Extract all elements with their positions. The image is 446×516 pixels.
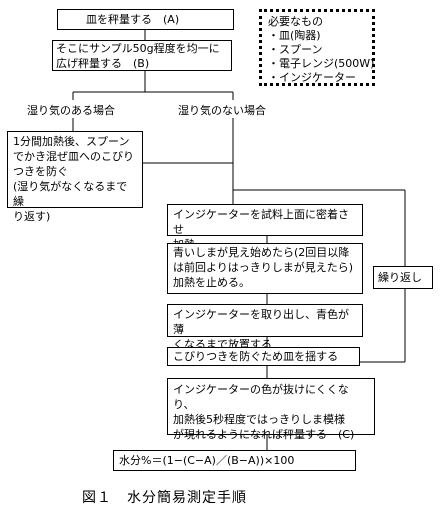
- required-items-title: 必要なもの: [268, 15, 323, 28]
- branch-dry-label: 湿り気のない場合: [178, 104, 266, 117]
- branch-wet-label: 湿り気のある場合: [27, 104, 115, 117]
- step-weigh-dish: 皿を秤量する (A): [57, 9, 234, 30]
- step-weigh-c: インジケーターの色が抜けにくくなり、 加熱後5秒程度ではっきりしま模様 が現れる…: [167, 378, 375, 441]
- required-item: ・インジケーター: [268, 71, 356, 84]
- required-item: ・電子レンジ(500W): [268, 57, 375, 70]
- required-item: ・スプーン: [268, 43, 323, 56]
- repeat-label: 繰り返し: [373, 266, 433, 289]
- required-items-panel: 必要なもの ・皿(陶器) ・スプーン ・電子レンジ(500W) ・インジケーター: [259, 9, 375, 86]
- step-spread-sample: そこにサンプル50g程度を均一に 広げ秤量する (B): [52, 40, 232, 71]
- figure-caption: 図１ 水分簡易測定手順: [82, 490, 247, 506]
- step-wet-heat-stir: 1分間加熱後、スプーン でかき混ぜ皿へのこびり つきを防ぐ (湿り気がなくなるま…: [7, 131, 143, 223]
- step-place-indicator: インジケーターを試料上面に密着させ 加熱: [167, 204, 363, 251]
- required-item: ・皿(陶器): [268, 29, 321, 42]
- step-remove-indicator: インジケーターを取り出し、青色が薄 くなるまで放置する: [167, 304, 363, 351]
- step-stop-heating: 青いしまが見え始めたら(2回目以降 は前回よりはっきりしまが見えたら) 加熱を止…: [167, 243, 363, 294]
- moisture-formula: 水分%＝(1−(C−A)／(B−A))×100: [113, 450, 356, 471]
- step-shake-dish: こびりつきを防ぐため皿を揺する: [167, 347, 360, 366]
